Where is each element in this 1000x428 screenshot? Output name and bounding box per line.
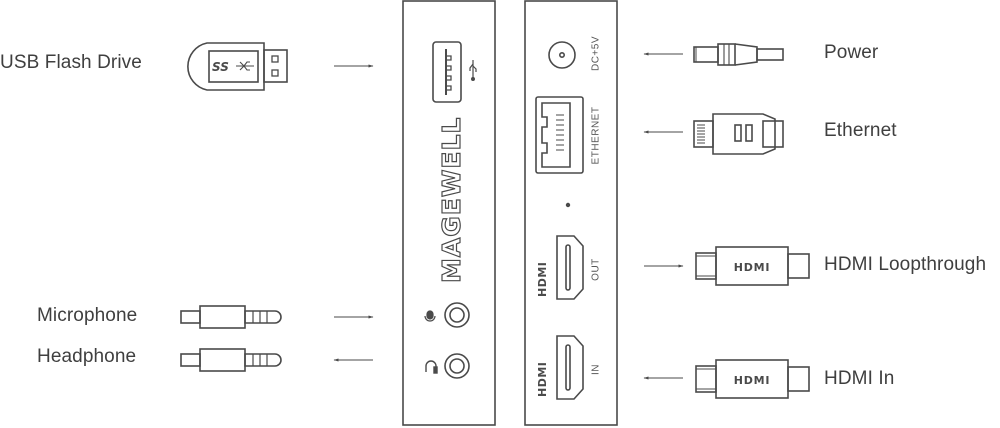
usb-flash-drive-icon (187, 42, 288, 91)
usb-symbol-icon (469, 60, 477, 81)
svg-text:MAGEWELL: MAGEWELL (437, 117, 466, 283)
label-ethernet: Ethernet (824, 120, 897, 141)
ethernet-port-icon (535, 96, 584, 174)
label-microphone: Microphone (37, 305, 138, 326)
device-panel-right (524, 0, 618, 426)
label-hdmi-in: HDMI In (824, 368, 895, 389)
hdmi-in-port-icon (556, 335, 584, 400)
hdmi-logo-in-icon: HDMI (536, 362, 549, 397)
label-headphone: Headphone (37, 346, 137, 367)
headphone-jack-icon (444, 353, 470, 379)
hdmi-in-plug-logo: HDMI (734, 374, 771, 387)
rj45-plug-icon (693, 113, 784, 155)
usb-port-icon (432, 41, 462, 103)
svg-text:HDMI: HDMI (536, 262, 549, 297)
device-panel-left (402, 0, 496, 426)
headphone-symbol-icon (425, 360, 438, 374)
hdmi-in-plug-icon (695, 359, 810, 399)
label-usb-flash-drive: USB Flash Drive (0, 52, 142, 73)
hdmi-logo-out-icon: HDMI (536, 262, 549, 297)
usb-ss-logo: SS (212, 60, 229, 74)
svg-text:HDMI: HDMI (536, 362, 549, 397)
headphone-plug-icon (180, 348, 282, 372)
hdmi-loopthrough-plug-icon (695, 246, 810, 286)
microphone-jack-icon (444, 302, 470, 328)
dc-power-plug-icon (693, 43, 784, 66)
status-led-icon (565, 202, 571, 208)
hdmi-out-port-icon (556, 235, 584, 300)
label-power: Power (824, 42, 879, 63)
dc-power-port-icon (548, 41, 576, 69)
magewell-logo: MAGEWELL (436, 116, 466, 284)
hdmi-loopthrough-plug-logo: HDMI (734, 261, 771, 274)
label-hdmi-loopthrough: HDMI Loopthrough (824, 254, 987, 275)
microphone-plug-icon (180, 305, 282, 329)
microphone-symbol-icon (424, 310, 436, 322)
